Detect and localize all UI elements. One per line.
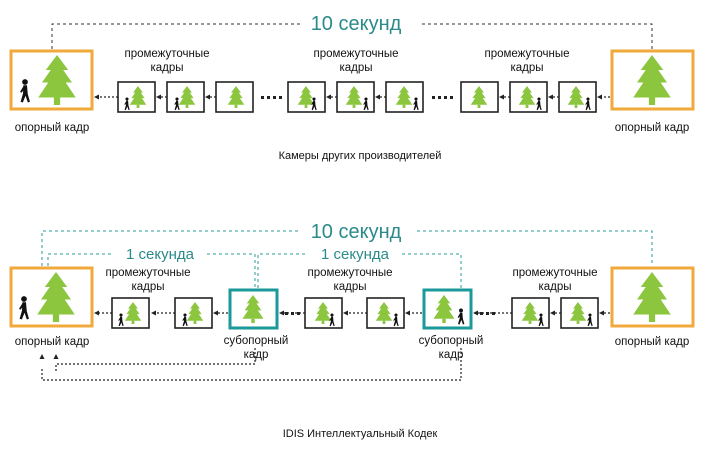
top-intermediate-frame — [385, 81, 424, 113]
bottom-left-keyframe-label: опорный кадр — [15, 336, 89, 348]
bottom-reference-arrows — [41, 348, 462, 381]
bottom-caption: IDIS Интеллектуальный Кодек — [283, 428, 438, 440]
top-intermediate-frame — [287, 81, 326, 113]
bottom-second-bracket-1-left — [47, 253, 112, 266]
bottom-duration-bracket-left — [41, 230, 300, 266]
bottom-diagram: 10 секунд 1 секунда 1 секунда опорный ка… — [9, 221, 695, 440]
top-duration-bracket-right — [422, 23, 653, 49]
top-ellipsis — [261, 96, 453, 99]
bottom-intermediate-frame — [366, 297, 405, 329]
bottom-second-bracket-2-right — [402, 253, 462, 288]
top-intermediate-frame — [509, 81, 548, 113]
bottom-intermediate-frame — [111, 297, 150, 329]
bottom-second-label-1: 1 секунда — [126, 246, 195, 263]
top-left-keyframe-label: опорный кадр — [15, 122, 89, 134]
top-intermediate-frame — [460, 81, 499, 113]
top-right-keyframe-label: опорный кадр — [615, 122, 689, 134]
bottom-second-bracket-2-left — [257, 253, 307, 288]
bottom-second-label-2: 1 секунда — [321, 246, 390, 263]
top-intermediate-frame — [215, 81, 254, 113]
top-intermediate-frame — [336, 81, 375, 113]
bottom-intermediate-frame — [304, 297, 343, 329]
bottom-right-keyframe-label: опорный кадр — [615, 336, 689, 348]
bottom-duration-bracket-right — [417, 230, 653, 266]
bottom-reference-arrowheads — [39, 354, 59, 359]
top-intermediate-frame — [166, 81, 205, 113]
bottom-connectors — [94, 310, 610, 316]
bottom-duration-label: 10 секунд — [311, 221, 402, 243]
top-diagram: 10 секунд опорный кадр опорный кадр пром… — [9, 13, 695, 162]
top-duration-bracket-left — [51, 23, 300, 49]
bottom-second-bracket-1-right — [207, 253, 256, 288]
bottom-intermediate-frame — [174, 297, 213, 329]
bottom-intermediate-frame — [511, 297, 550, 329]
top-caption: Камеры других производителей — [279, 150, 442, 162]
top-intermediate-frame — [117, 81, 156, 113]
top-intermediate-frame — [558, 81, 597, 113]
top-duration-label: 10 секунд — [311, 13, 402, 35]
bottom-intermediate-frame — [560, 297, 599, 329]
top-connectors — [94, 94, 610, 100]
bottom-ellipsis — [285, 312, 495, 315]
